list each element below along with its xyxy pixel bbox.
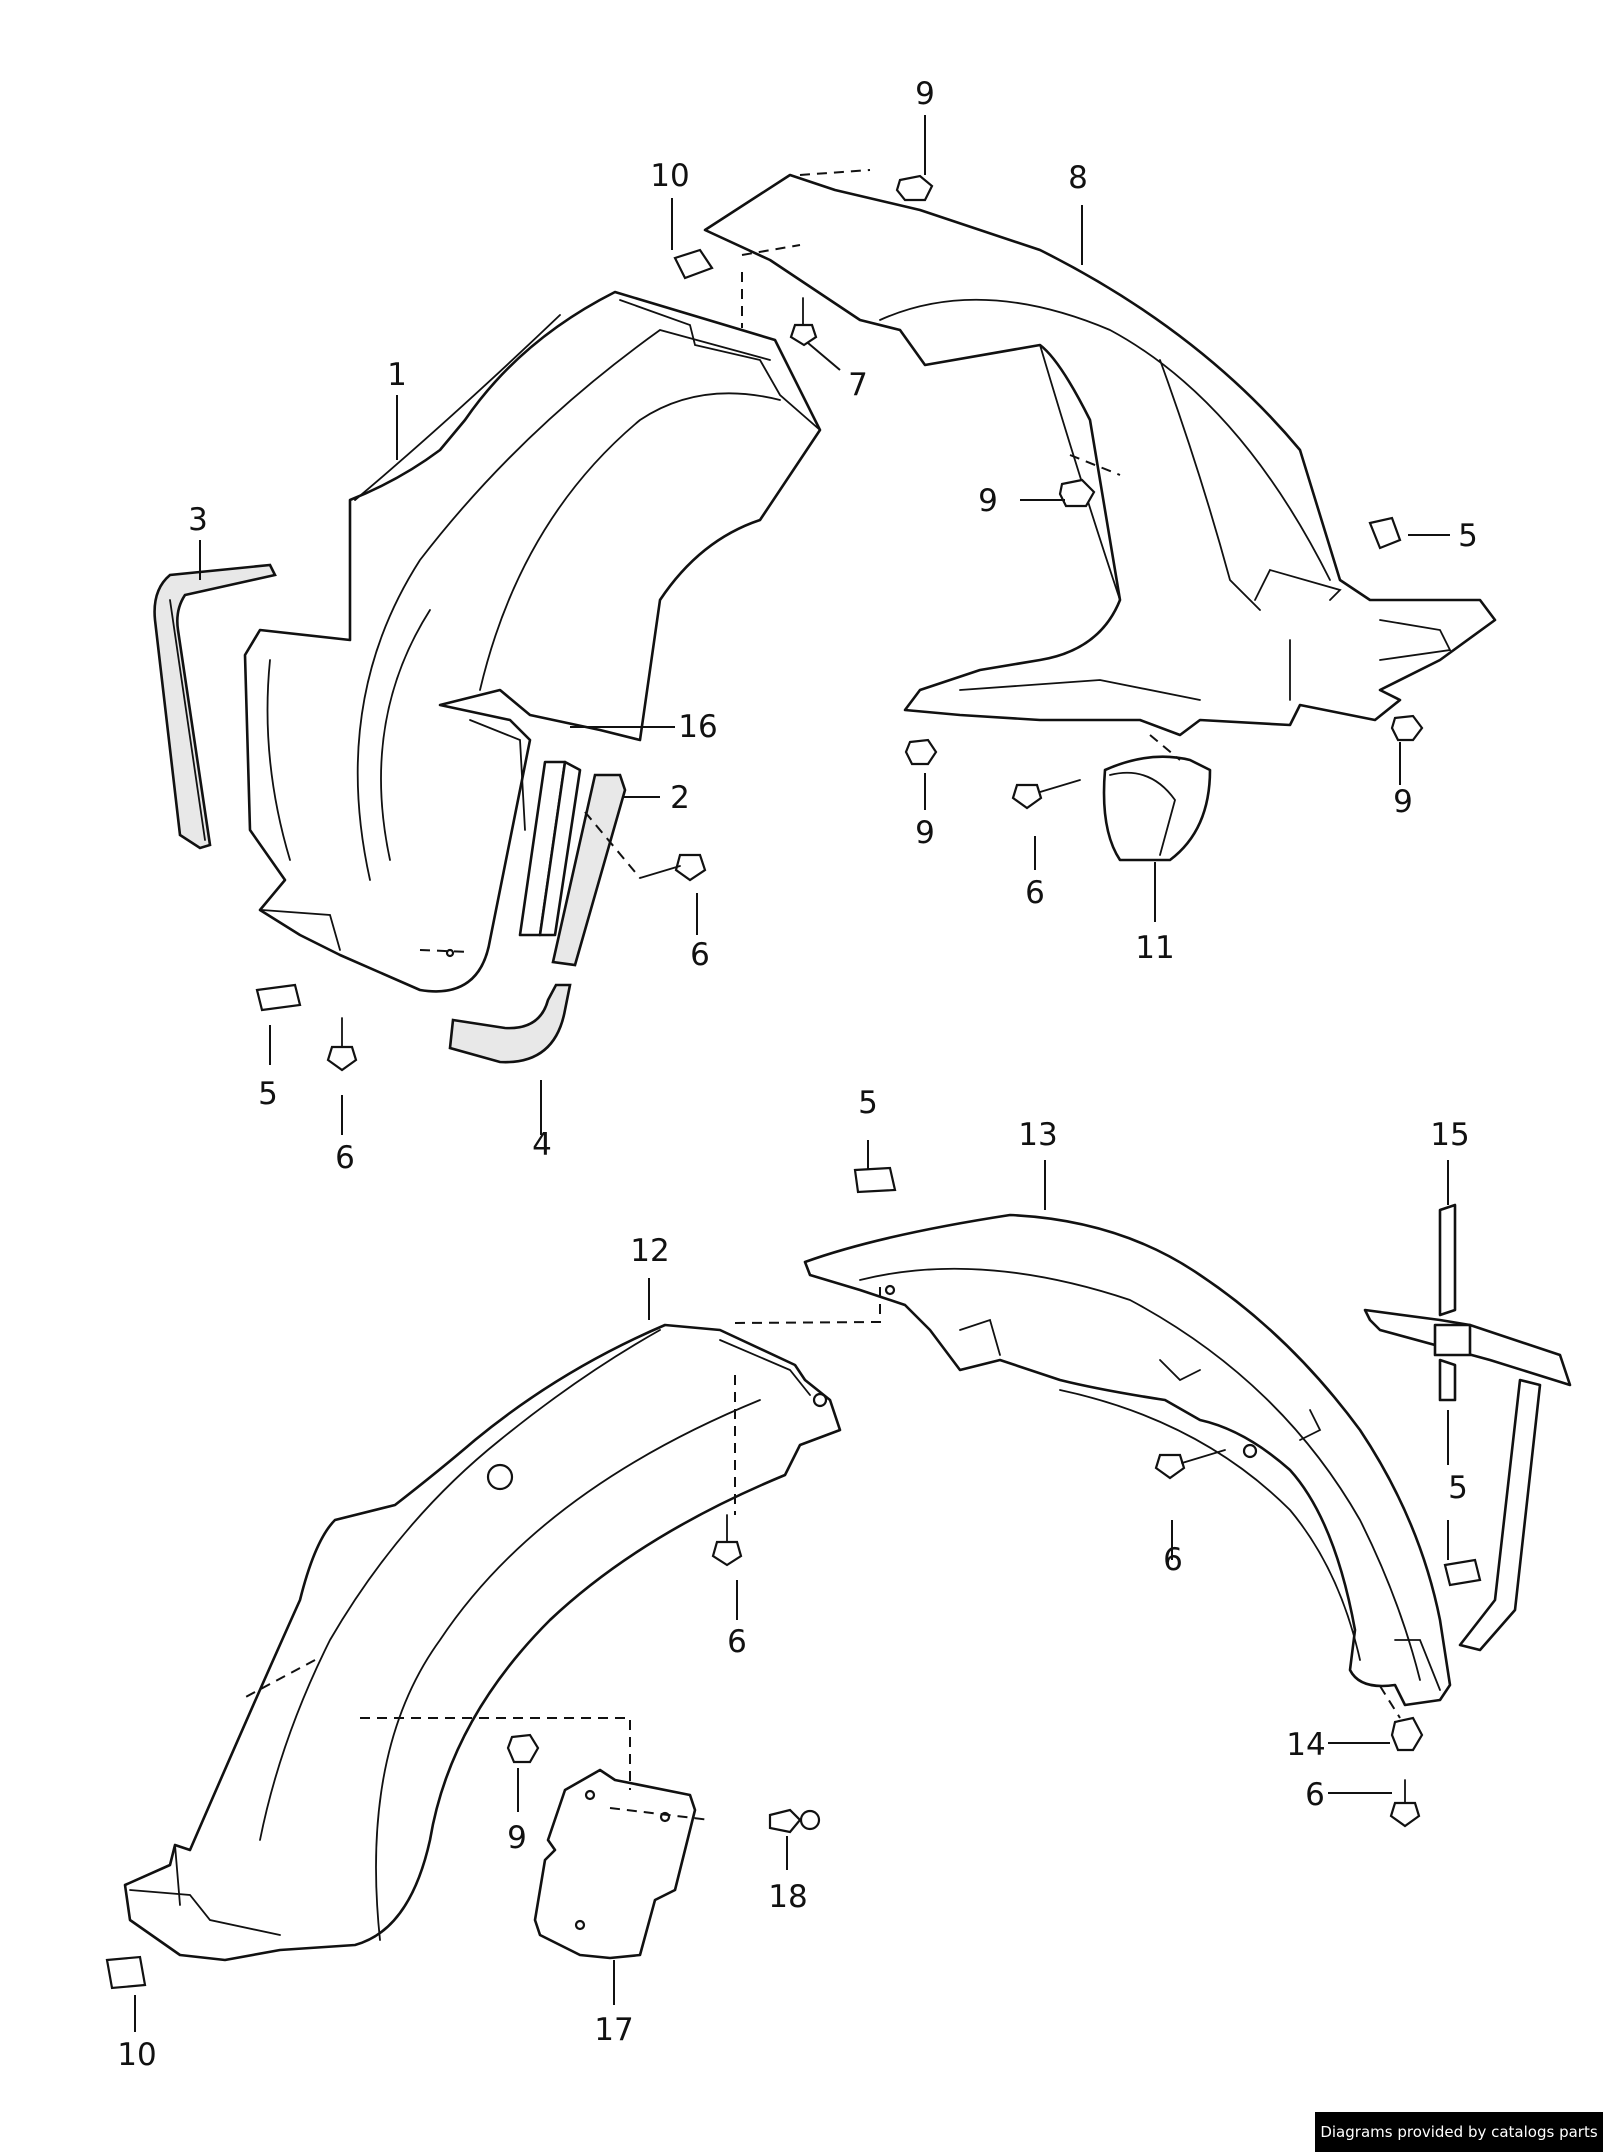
part-3-seal-strip [153, 563, 277, 850]
leader-lines [134, 115, 1450, 2032]
part-15-bracket [1363, 1203, 1572, 1652]
callout-6-b: 6 [690, 937, 710, 973]
assembly-lines [239, 169, 1401, 1821]
callout-16: 16 [678, 709, 717, 745]
credit-badge: Diagrams provided by catalogs parts [1315, 2112, 1603, 2152]
callout-15: 15 [1430, 1117, 1469, 1153]
callout-6-f: 6 [1305, 1777, 1325, 1813]
callout-3: 3 [188, 502, 208, 538]
part-17-panel [533, 1768, 697, 1960]
callout-6-e: 6 [1163, 1542, 1183, 1578]
callout-18: 18 [768, 1879, 807, 1915]
part-8-wheel-housing [703, 173, 1497, 737]
part-13-wheel-housing [803, 1213, 1452, 1707]
callout-17: 17 [594, 2012, 633, 2048]
callout-labels: 1 2 3 4 5 5 5 5 6 6 6 6 6 6 7 8 9 9 9 9 … [117, 76, 1478, 2073]
callout-12: 12 [630, 1233, 669, 1269]
callout-5-c: 5 [858, 1085, 878, 1121]
callout-9-c: 9 [915, 815, 935, 851]
callout-11: 11 [1135, 930, 1174, 966]
callout-9-b: 9 [978, 483, 998, 519]
callout-5-a: 5 [258, 1076, 278, 1112]
callout-2: 2 [670, 780, 690, 816]
part-4-seal [448, 983, 572, 1064]
callout-6-c: 6 [1025, 875, 1045, 911]
callout-14: 14 [1286, 1727, 1325, 1763]
part-2-seal-strip [551, 773, 627, 967]
callout-8: 8 [1068, 160, 1088, 196]
callout-6-a: 6 [335, 1140, 355, 1176]
callout-10-a: 10 [650, 158, 689, 194]
callout-5-b: 5 [1458, 518, 1478, 554]
part-12-rear-wheel-housing [123, 1323, 842, 1962]
part-11-deflector [1102, 755, 1212, 862]
callout-9-a: 9 [915, 76, 935, 112]
callout-9-d: 9 [1393, 784, 1413, 820]
callout-13: 13 [1018, 1117, 1057, 1153]
hardware [105, 174, 1482, 1990]
callout-6-d: 6 [727, 1624, 747, 1660]
callout-7: 7 [848, 367, 868, 403]
callout-1: 1 [387, 357, 407, 393]
part-1-front-wheel-housing [243, 290, 822, 993]
callout-4: 4 [532, 1127, 552, 1163]
callout-10-b: 10 [117, 2037, 156, 2073]
callout-5-d: 5 [1448, 1470, 1468, 1506]
part-16-strip [518, 760, 582, 937]
callout-9-e: 9 [507, 1820, 527, 1856]
